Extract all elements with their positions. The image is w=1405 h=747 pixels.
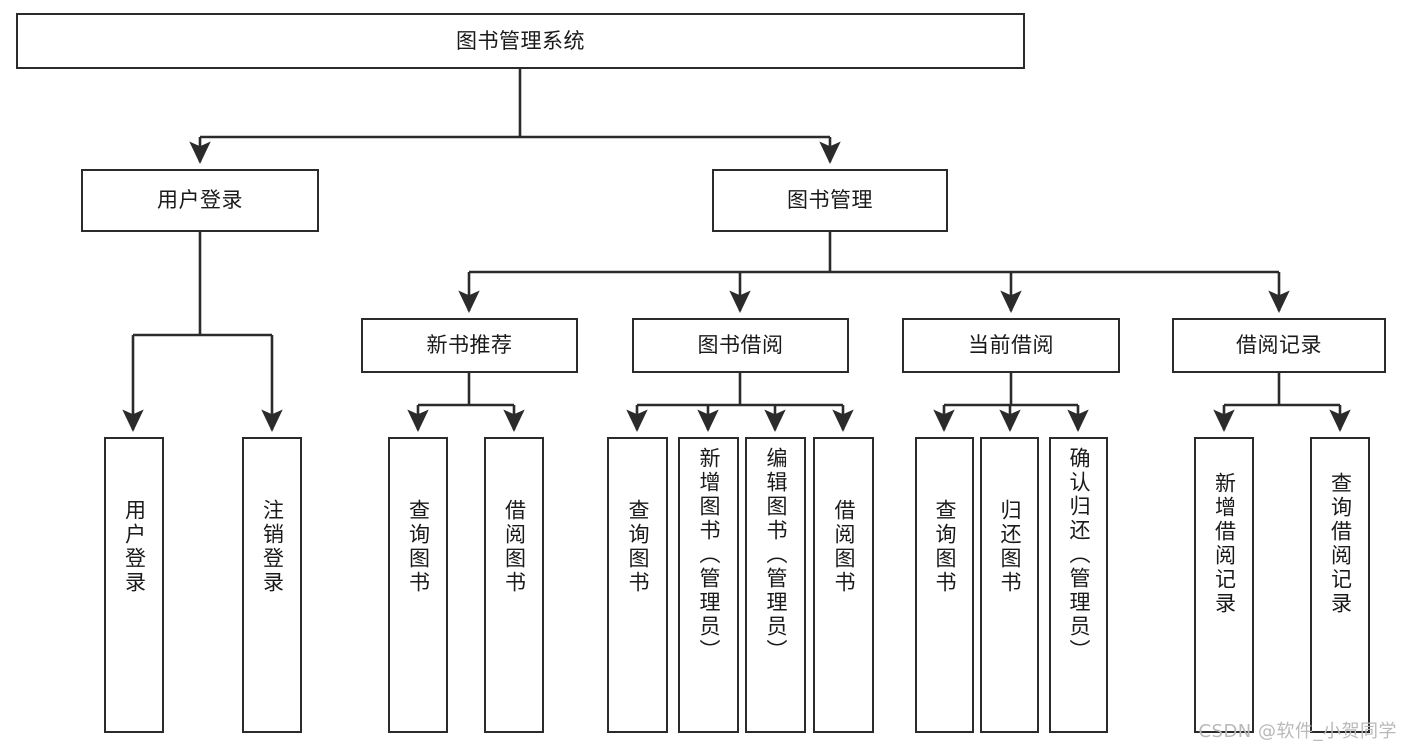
node-leaf-query-book-2-label: 查询图书 [626,499,650,595]
node-leaf-user-login[interactable]: 用户登录 [104,437,164,733]
node-book-manage-label: 图书管理 [787,188,873,213]
node-root-label: 图书管理系统 [456,28,585,53]
node-root[interactable]: 图书管理系统 [16,13,1025,69]
node-book-borrow[interactable]: 图书借阅 [632,318,849,373]
node-leaf-borrow-book-1[interactable]: 借阅图书 [484,437,544,733]
node-user-login-label: 用户登录 [157,188,243,213]
node-leaf-borrow-book-2[interactable]: 借阅图书 [813,437,874,733]
node-leaf-borrow-book-1-label: 借阅图书 [502,499,527,595]
node-leaf-user-logout[interactable]: 注销登录 [242,437,302,733]
node-leaf-query-record[interactable]: 查询借阅记录 [1310,437,1370,733]
node-leaf-query-book-1[interactable]: 查询图书 [388,437,448,733]
node-borrow-record-label: 借阅记录 [1236,333,1322,358]
node-leaf-query-book-1-label: 查询图书 [406,499,431,595]
node-leaf-borrow-book-2-label: 借阅图书 [832,499,856,595]
node-current-borrow-label: 当前借阅 [968,333,1054,358]
node-leaf-add-book-label: 新增图书（管理员） [697,447,721,663]
node-book-borrow-label: 图书借阅 [697,333,784,358]
node-leaf-edit-book-label: 编辑图书（管理员） [764,447,788,663]
node-new-book-recommend[interactable]: 新书推荐 [361,318,578,373]
node-leaf-user-logout-label: 注销登录 [260,499,285,595]
node-new-book-recommend-label: 新书推荐 [426,333,513,358]
node-leaf-query-book-3-label: 查询图书 [933,499,957,595]
node-leaf-query-book-2[interactable]: 查询图书 [607,437,668,733]
node-user-login[interactable]: 用户登录 [81,169,319,232]
node-leaf-add-record-label: 新增借阅记录 [1212,472,1237,616]
watermark-text: CSDN @软件_小贺同学 [1198,721,1397,742]
node-leaf-edit-book[interactable]: 编辑图书（管理员） [745,437,806,733]
node-leaf-user-login-label: 用户登录 [122,499,147,595]
node-leaf-query-record-label: 查询借阅记录 [1328,472,1353,616]
node-book-manage[interactable]: 图书管理 [712,169,948,232]
node-leaf-add-record[interactable]: 新增借阅记录 [1194,437,1254,733]
node-borrow-record[interactable]: 借阅记录 [1172,318,1386,373]
node-leaf-return-book[interactable]: 归还图书 [980,437,1039,733]
node-leaf-query-book-3[interactable]: 查询图书 [915,437,974,733]
node-leaf-add-book[interactable]: 新增图书（管理员） [678,437,739,733]
node-current-borrow[interactable]: 当前借阅 [902,318,1120,373]
node-leaf-return-book-label: 归还图书 [998,499,1022,595]
node-leaf-confirm-return[interactable]: 确认归还（管理员） [1049,437,1108,733]
node-leaf-confirm-return-label: 确认归还（管理员） [1067,447,1091,663]
